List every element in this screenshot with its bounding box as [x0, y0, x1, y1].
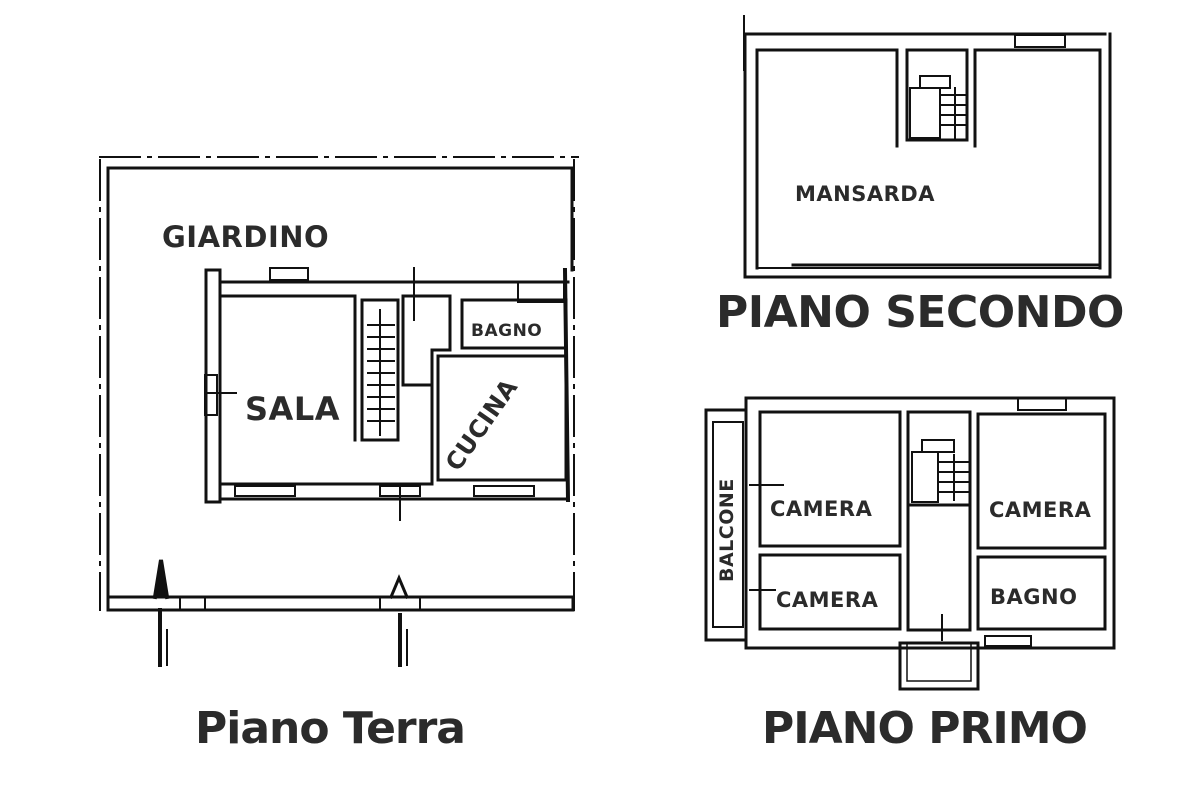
room-label-camera-bottom-left: CAMERA — [776, 588, 879, 612]
floor-title-piano-primo: PIANO PRIMO — [762, 703, 1088, 754]
room-label-mansarda: MANSARDA — [795, 182, 935, 206]
room-label-giardino: GIARDINO — [162, 220, 330, 254]
second-floor-plan — [743, 15, 1112, 279]
room-label-bagno-ground: BAGNO — [471, 321, 543, 341]
first-floor-plan — [704, 396, 1116, 691]
room-label-sala: SALA — [245, 390, 340, 428]
room-label-camera-top-left: CAMERA — [770, 497, 873, 521]
floor-title-piano-secondo: PIANO SECONDO — [716, 287, 1124, 338]
floor-title-piano-terra: Piano Terra — [195, 703, 466, 754]
ground-floor-plan — [99, 156, 579, 667]
room-label-balcone: BALCONE — [716, 478, 738, 582]
room-label-bagno-first: BAGNO — [990, 585, 1078, 609]
room-label-camera-top-right: CAMERA — [989, 498, 1092, 522]
